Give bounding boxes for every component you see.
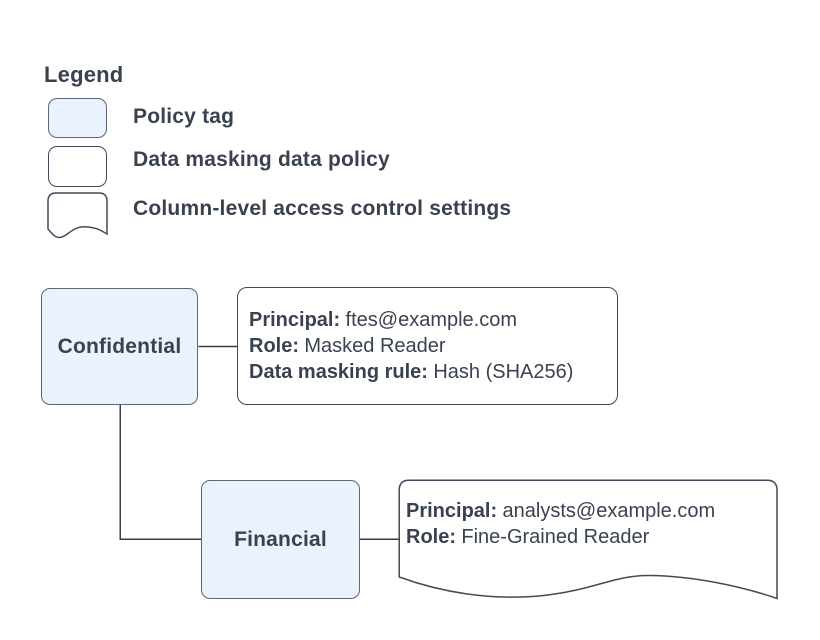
masking-field-role: Role:Masked Reader xyxy=(249,333,617,359)
field-label: Principal: xyxy=(406,500,498,522)
legend-swatch-policy-tag xyxy=(48,98,107,138)
masking-field-principal: Principal:ftes@example.com xyxy=(249,307,617,333)
field-value: analysts@example.com xyxy=(502,500,716,522)
field-value: ftes@example.com xyxy=(345,309,518,331)
policy-tag-financial: Financial xyxy=(201,480,360,599)
field-label: Principal: xyxy=(249,309,341,331)
field-label: Role: xyxy=(406,526,456,548)
field-value: Fine-Grained Reader xyxy=(461,526,650,548)
policy-tag-financial-label: Financial xyxy=(234,527,327,551)
legend-label-policy-tag: Policy tag xyxy=(133,105,235,128)
column-access-card-text: Principal:analysts@example.com Role:Fine… xyxy=(406,498,715,550)
field-value: Hash (SHA256) xyxy=(433,361,574,383)
legend-swatch-data-masking-policy xyxy=(48,146,107,187)
legend-label-column-access: Column-level access control settings xyxy=(133,197,512,220)
masking-field-rule: Data masking rule:Hash (SHA256) xyxy=(249,359,617,385)
policy-tag-confidential: Confidential xyxy=(41,288,198,405)
acl-field-role: Role:Fine-Grained Reader xyxy=(406,524,715,550)
column-access-document-shape xyxy=(398,479,778,600)
data-masking-policy-card: Principal:ftes@example.com Role:Masked R… xyxy=(237,287,618,405)
policy-tag-confidential-label: Confidential xyxy=(57,334,182,358)
legend-label-data-masking-policy: Data masking data policy xyxy=(133,148,390,171)
field-label: Data masking rule: xyxy=(249,361,428,383)
acl-field-principal: Principal:analysts@example.com xyxy=(406,498,715,524)
legend-swatch-column-access-document-icon xyxy=(47,192,108,239)
field-value: Masked Reader xyxy=(304,335,446,357)
field-label: Role: xyxy=(249,335,299,357)
legend-title: Legend xyxy=(44,62,124,87)
